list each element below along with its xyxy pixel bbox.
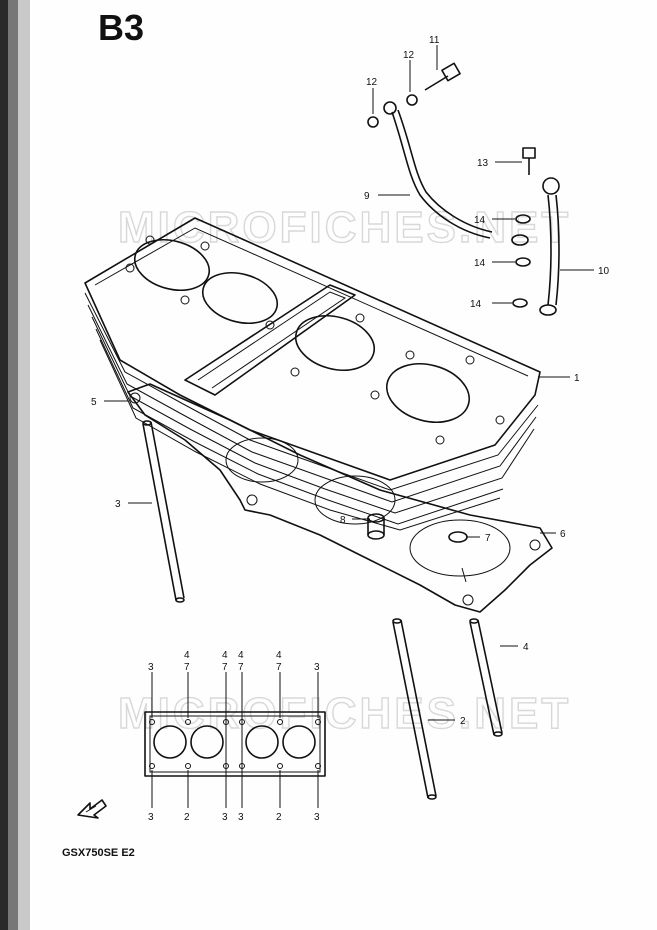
front-arrow-icon bbox=[77, 799, 107, 819]
model-label: GSX750SE E2 bbox=[62, 847, 135, 859]
callout-3: 3 bbox=[115, 499, 121, 510]
inset-top-label: 4 bbox=[222, 650, 228, 661]
inset-bottom-label: 3 bbox=[314, 812, 320, 823]
callout-11: 11 bbox=[429, 35, 440, 46]
stud-3 bbox=[142, 420, 185, 603]
banjo-bolt-11 bbox=[424, 62, 461, 91]
base-gasket bbox=[127, 383, 553, 613]
bolt-13 bbox=[522, 147, 536, 175]
inset-top-label: 4 bbox=[238, 650, 244, 661]
callout-13: 13 bbox=[477, 158, 489, 169]
washer-12 bbox=[367, 94, 418, 128]
stud-2 bbox=[392, 618, 437, 800]
oil-hose-10 bbox=[539, 177, 560, 316]
callout-12: 12 bbox=[403, 50, 415, 61]
inset-top-sub-label: 7 bbox=[184, 662, 190, 673]
leader-lines bbox=[104, 45, 594, 721]
o-ring bbox=[448, 531, 468, 543]
callout-14: 14 bbox=[470, 299, 482, 310]
inset-bottom-label: 3 bbox=[222, 812, 228, 823]
callout-2: 2 bbox=[460, 716, 466, 727]
inset-top-label: 4 bbox=[184, 650, 190, 661]
inset-top-label: 3 bbox=[314, 662, 320, 673]
callout-10: 10 bbox=[598, 266, 610, 277]
washer-14 bbox=[512, 214, 531, 308]
callout-5: 5 bbox=[91, 397, 97, 408]
dowel-pin bbox=[367, 513, 385, 540]
callout-14: 14 bbox=[474, 215, 486, 226]
watermark: MICROFICHES.NET bbox=[118, 689, 571, 738]
callout-8: 8 bbox=[340, 515, 346, 526]
oil-hose-9 bbox=[383, 101, 529, 246]
inset-top-label: 3 bbox=[148, 662, 154, 673]
watermark: MICROFICHES.NET bbox=[118, 203, 571, 252]
scan-edge bbox=[0, 0, 30, 930]
inset-top-sub-label: 7 bbox=[276, 662, 282, 673]
inset-bottom-label: 3 bbox=[238, 812, 244, 823]
section-title: B3 bbox=[98, 7, 144, 48]
inset-bottom-label: 2 bbox=[184, 812, 190, 823]
inset-bottom-label: 2 bbox=[276, 812, 282, 823]
callout-9: 9 bbox=[364, 191, 370, 202]
callouts: 1 2 3 4 5 6 7 8 9 10 11 12 12 13 14 14 1… bbox=[91, 35, 610, 727]
stud-pattern-inset: 3 4 4 4 4 3 7 7 7 7 3 2 3 3 2 3 bbox=[144, 650, 326, 823]
inset-top-sub-label: 7 bbox=[222, 662, 228, 673]
callout-14: 14 bbox=[474, 258, 486, 269]
cylinder-block bbox=[84, 217, 541, 531]
callout-6: 6 bbox=[560, 529, 566, 540]
callout-4: 4 bbox=[523, 642, 529, 653]
inset-bottom-label: 3 bbox=[148, 812, 154, 823]
stud-4 bbox=[469, 618, 503, 737]
inset-top-label: 4 bbox=[276, 650, 282, 661]
callout-1: 1 bbox=[574, 373, 580, 384]
callout-12: 12 bbox=[366, 77, 378, 88]
callout-7: 7 bbox=[485, 533, 491, 544]
inset-top-sub-label: 7 bbox=[238, 662, 244, 673]
